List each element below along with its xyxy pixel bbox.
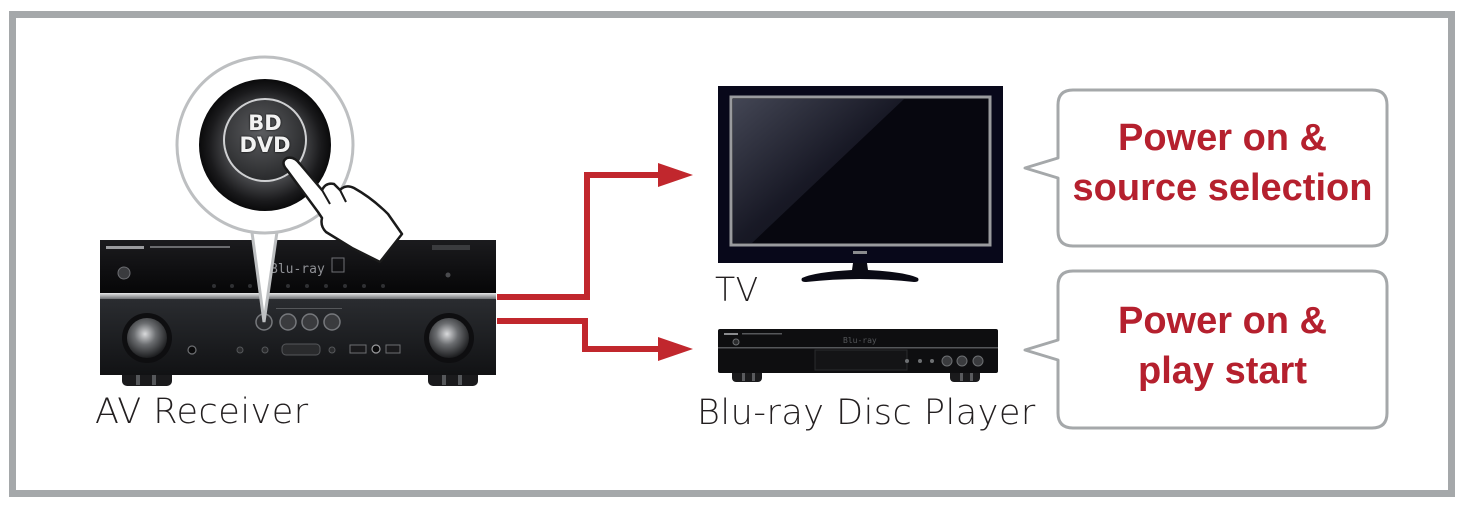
av-receiver-label: AV Receiver [95, 392, 309, 432]
callout-bubble-tv [1023, 88, 1389, 248]
callout-tv-text: Power on & source selection [1058, 113, 1387, 213]
connection-arrows [497, 163, 693, 361]
magnifier-bubble [175, 55, 355, 323]
tv-label: TV [715, 270, 759, 309]
callout-player-text: Power on & play start [1058, 296, 1387, 396]
av-receiver: Blu-ray [100, 240, 496, 386]
callout-player-line2: play start [1138, 350, 1307, 392]
tv [718, 86, 1003, 282]
bluray-player: Blu-ray [718, 329, 998, 382]
callout-tv-line2: source selection [1072, 167, 1373, 209]
bluray-player-label: Blu-ray Disc Player [697, 393, 1036, 433]
dvd-label: DVD [239, 133, 291, 157]
receiver-display-text: Blu-ray [270, 262, 325, 277]
player-display-text: Blu-ray [843, 336, 877, 345]
hand-pointer-icon [282, 156, 404, 264]
bd-label: BD [248, 111, 282, 135]
callout-tv-line1: Power on & [1117, 117, 1328, 159]
arrow-to-tv-head [658, 163, 693, 187]
callout-player-line1: Power on & [1117, 300, 1328, 342]
arrow-to-player-head [658, 337, 693, 361]
bd-dvd-button-label: BD DVD [225, 112, 305, 156]
callout-bubble-player [1023, 269, 1389, 430]
